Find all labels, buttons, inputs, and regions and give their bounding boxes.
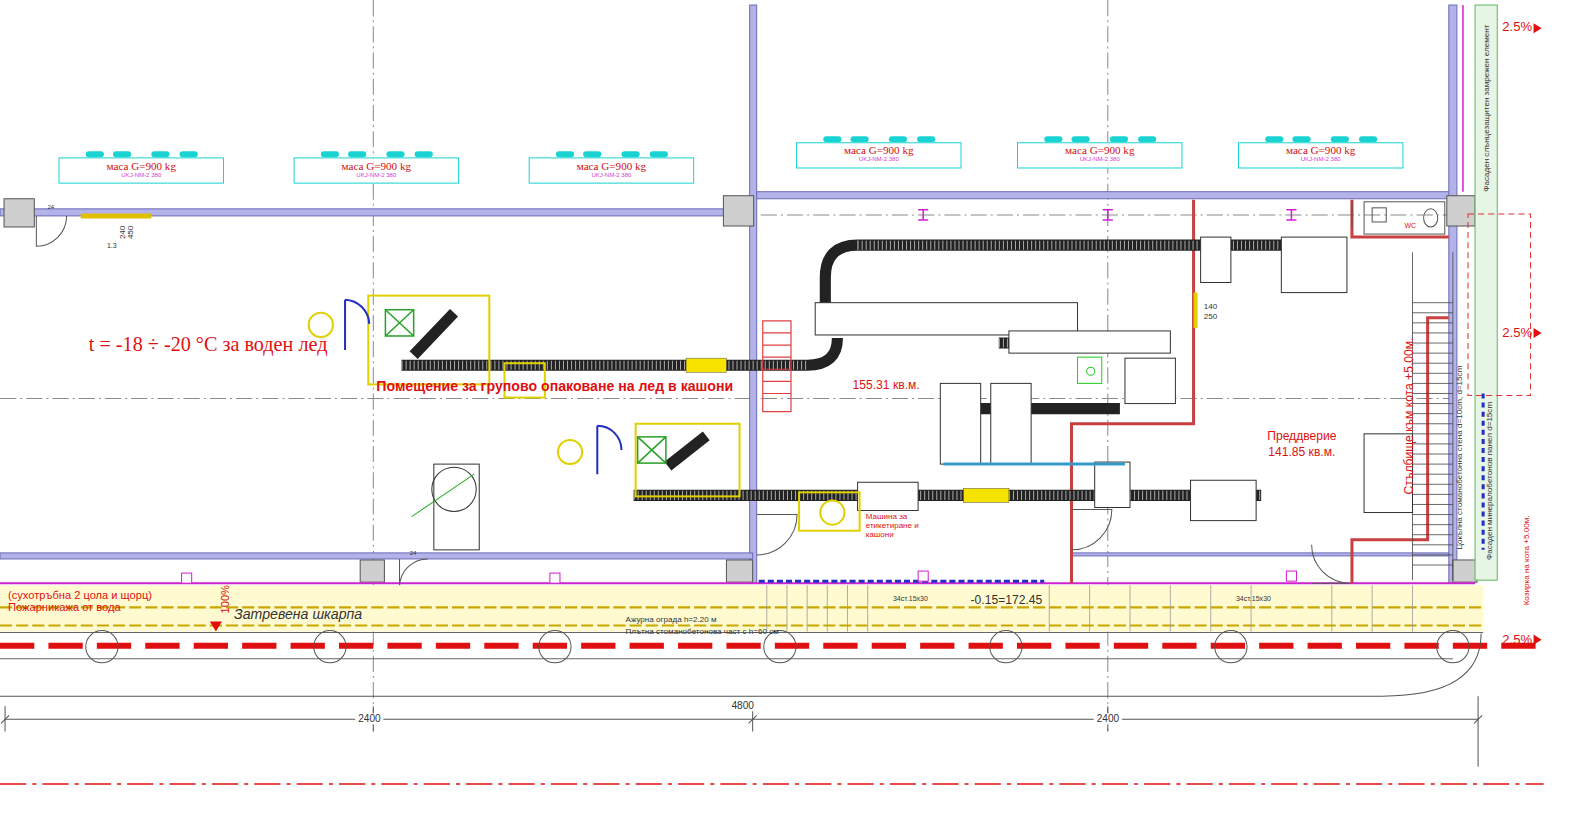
dimension: 4800 bbox=[728, 700, 757, 711]
wall-note: Цокълна стоманобетонна стена d=10cm, d=1… bbox=[1456, 366, 1465, 550]
door-size: 450 bbox=[127, 226, 136, 239]
cooler-unit: маса G=900 kgUKJ-NM-2 380 bbox=[796, 142, 961, 168]
room-name: Преддверие bbox=[1267, 430, 1336, 443]
level-mark: -0.15=172.45 bbox=[971, 594, 1043, 607]
unit-mass: маса G=900 kg bbox=[1018, 144, 1181, 156]
dimension: 2400 bbox=[355, 713, 384, 724]
stair-spec: 34ст.15х30 bbox=[1236, 595, 1271, 603]
unit-mass: маса G=900 kg bbox=[295, 159, 458, 171]
door-size: 140 bbox=[1204, 303, 1217, 312]
fire-note: (сухотръбна 2 цола и щорц) bbox=[8, 589, 152, 601]
cooler-unit: маса G=900 kgUKJ-NM-2 380 bbox=[59, 157, 224, 183]
unit-model: UKJ-NM-2 380 bbox=[530, 172, 693, 179]
room-tag: WC bbox=[1404, 222, 1416, 230]
unit-model: UKJ-NM-2 380 bbox=[1239, 156, 1402, 163]
panel-note: Фасаден минералобетонов панел d=15cm bbox=[1486, 402, 1495, 560]
room-temperature: t = -18 ÷ -20 °C за воден лед bbox=[89, 333, 328, 355]
facade-note: Фасаден слънцезащитен замрежен елемент bbox=[1483, 25, 1492, 192]
cooler-unit: маса G=900 kgUKJ-NM-2 380 bbox=[1238, 142, 1403, 168]
fence-note: Плътна стоманобетонова част с h=60 см bbox=[626, 628, 779, 637]
cooler-unit: маса G=900 kgUKJ-NM-2 380 bbox=[529, 157, 694, 183]
landscape-note: Затревена шкарпа bbox=[234, 607, 362, 623]
slope: 2.5% bbox=[1502, 633, 1532, 647]
door-size: 250 bbox=[1204, 313, 1217, 322]
room-area: 155.31 кв.м. bbox=[853, 379, 920, 392]
stair-spec: 34ст.15х30 bbox=[893, 595, 928, 603]
dimension: 2400 bbox=[1094, 713, 1123, 724]
unit-mass: маса G=900 kg bbox=[797, 144, 960, 156]
unit-model: UKJ-NM-2 380 bbox=[60, 172, 223, 179]
unit-model: UKJ-NM-2 380 bbox=[295, 172, 458, 179]
cooler-unit: маса G=900 kgUKJ-NM-2 380 bbox=[294, 157, 459, 183]
unit-mass: маса G=900 kg bbox=[530, 159, 693, 171]
unit-mass: маса G=900 kg bbox=[1239, 144, 1402, 156]
door-number: 24 bbox=[47, 204, 54, 211]
unit-mass: маса G=900 kg bbox=[60, 159, 223, 171]
room-area: 141.85 кв.м. bbox=[1268, 446, 1335, 459]
slope: 2.5% bbox=[1502, 326, 1532, 340]
unit-model: UKJ-NM-2 380 bbox=[797, 156, 960, 163]
room-name: Помещение за групово опаковане на лед в … bbox=[376, 379, 733, 395]
cooler-unit: маса G=900 kgUKJ-NM-2 380 bbox=[1017, 142, 1182, 168]
door-tag: 1.3 bbox=[107, 242, 117, 250]
machine-note: Машина за етикетиране и кашони bbox=[866, 513, 947, 540]
door-number: 24 bbox=[410, 550, 417, 557]
fence-note: Ажурна ограда h=2.20 м bbox=[626, 615, 717, 624]
slope: 100% bbox=[219, 585, 231, 613]
fire-note: Пожарникажа от вода bbox=[8, 601, 121, 613]
canopy-note: Козирка на кота +5.00м. bbox=[1522, 515, 1531, 605]
unit-model: UKJ-NM-2 380 bbox=[1018, 156, 1181, 163]
slope: 2.5% bbox=[1502, 20, 1532, 34]
stair-note: Стълбище към кота +5.00м. bbox=[1402, 338, 1415, 495]
